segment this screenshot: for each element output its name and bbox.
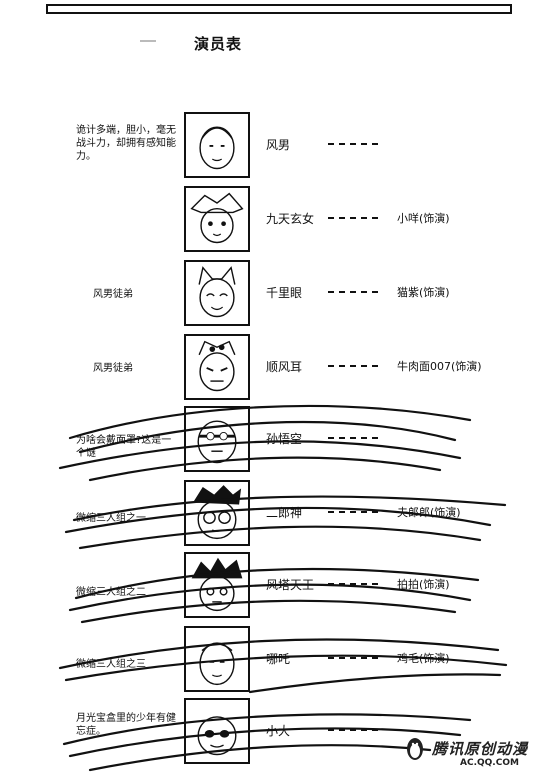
actor-credit: 小咩(饰演) xyxy=(397,212,450,225)
watermark-brand: 腾讯原创动漫 xyxy=(432,740,529,758)
character-name: 风塔天王 xyxy=(266,578,315,592)
dash-separator xyxy=(328,217,378,219)
actor-credit: 夫郎郎(饰演) xyxy=(397,506,461,519)
character-name: 孙悟空 xyxy=(266,432,303,446)
cast-description: 为啥会戴面罩?这是一个谜 xyxy=(76,435,172,459)
cast-description: 月光宝盒里的少年有健忘症。 xyxy=(76,713,176,737)
cast-row: 风男徒弟 顺风耳 牛肉面007(饰演) xyxy=(0,334,550,400)
cast-description: 微缩三人组之一 xyxy=(76,513,146,524)
top-panel-border xyxy=(46,4,512,14)
watermark-logo: 腾讯原创动漫 AC.QQ.COM xyxy=(404,736,544,770)
character-portrait xyxy=(184,186,250,252)
character-portrait xyxy=(184,334,250,400)
character-portrait xyxy=(184,698,250,764)
character-name: 小大 xyxy=(266,724,291,738)
dash-separator xyxy=(328,729,378,731)
character-portrait xyxy=(184,260,250,326)
dash-separator xyxy=(328,511,378,513)
character-name: 千里眼 xyxy=(266,286,303,300)
cast-description: 诡计多端，胆小，毫无战斗力，却拥有感知能力。 xyxy=(76,125,176,162)
dash-separator xyxy=(328,143,378,145)
watermark-url: AC.QQ.COM xyxy=(460,758,519,768)
character-name: 九天玄女 xyxy=(266,212,315,226)
actor-credit: 猫紫(饰演) xyxy=(397,286,450,299)
penguin-icon xyxy=(407,738,423,760)
character-name: 风男 xyxy=(266,138,291,152)
page-title: 演员表 xyxy=(194,35,243,53)
cast-row: 微缩三人组之一 二郎神 夫郎郎(饰演) xyxy=(0,480,550,546)
character-portrait xyxy=(184,112,250,178)
character-name: 二郎神 xyxy=(266,506,303,520)
actor-credit: 鸡毛(饰演) xyxy=(397,652,450,665)
character-portrait xyxy=(184,480,250,546)
cast-row: 微缩三人组之三 哪吒 鸡毛(饰演) xyxy=(0,626,550,692)
cast-description: 微缩三人组之二 xyxy=(76,587,146,598)
actor-credit: 牛肉面007(饰演) xyxy=(397,360,482,373)
cast-description: 风男徒弟 xyxy=(93,363,133,374)
cast-row: 诡计多端，胆小，毫无战斗力，却拥有感知能力。 风男 xyxy=(0,112,550,178)
character-portrait xyxy=(184,552,250,618)
character-portrait xyxy=(184,406,250,472)
character-name: 顺风耳 xyxy=(266,360,303,374)
actor-credit: 拍拍(饰演) xyxy=(397,578,450,591)
cast-row: 九天玄女 小咩(饰演) xyxy=(0,186,550,252)
cast-description: 微缩三人组之三 xyxy=(76,659,146,670)
ink-speck xyxy=(140,40,156,42)
character-portrait xyxy=(184,626,250,692)
dash-separator xyxy=(328,291,378,293)
cast-description: 风男徒弟 xyxy=(93,289,133,300)
cast-row: 风男徒弟 千里眼 猫紫(饰演) xyxy=(0,260,550,326)
character-name: 哪吒 xyxy=(266,652,291,666)
cast-row: 微缩三人组之二 风塔天王 拍拍(饰演) xyxy=(0,552,550,618)
dash-separator xyxy=(328,583,378,585)
dash-separator xyxy=(328,437,378,439)
dash-separator xyxy=(328,657,378,659)
dash-separator xyxy=(328,365,378,367)
cast-row: 为啥会戴面罩?这是一个谜 孙悟空 xyxy=(0,406,550,472)
